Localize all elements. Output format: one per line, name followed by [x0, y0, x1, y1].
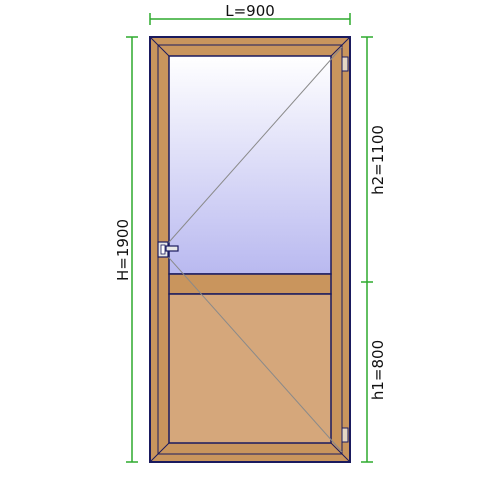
hinge-icon [341, 427, 349, 443]
hinge-icon [341, 56, 349, 72]
width-dimension [149, 13, 351, 25]
sash-bevel [157, 44, 343, 455]
opening-lines [161, 46, 343, 453]
glass-pane [168, 55, 332, 275]
upper-height-label: h2=1100 [369, 125, 387, 195]
width-label: L=900 [225, 2, 275, 20]
total-height-dimension [126, 36, 138, 463]
transom-rail [168, 273, 332, 295]
section-height-dimension [361, 36, 373, 463]
lower-height-label: h1=800 [369, 340, 387, 400]
total-height-label: H=1900 [114, 219, 132, 281]
door-handle-icon[interactable] [157, 241, 179, 258]
lower-panel [168, 293, 332, 444]
